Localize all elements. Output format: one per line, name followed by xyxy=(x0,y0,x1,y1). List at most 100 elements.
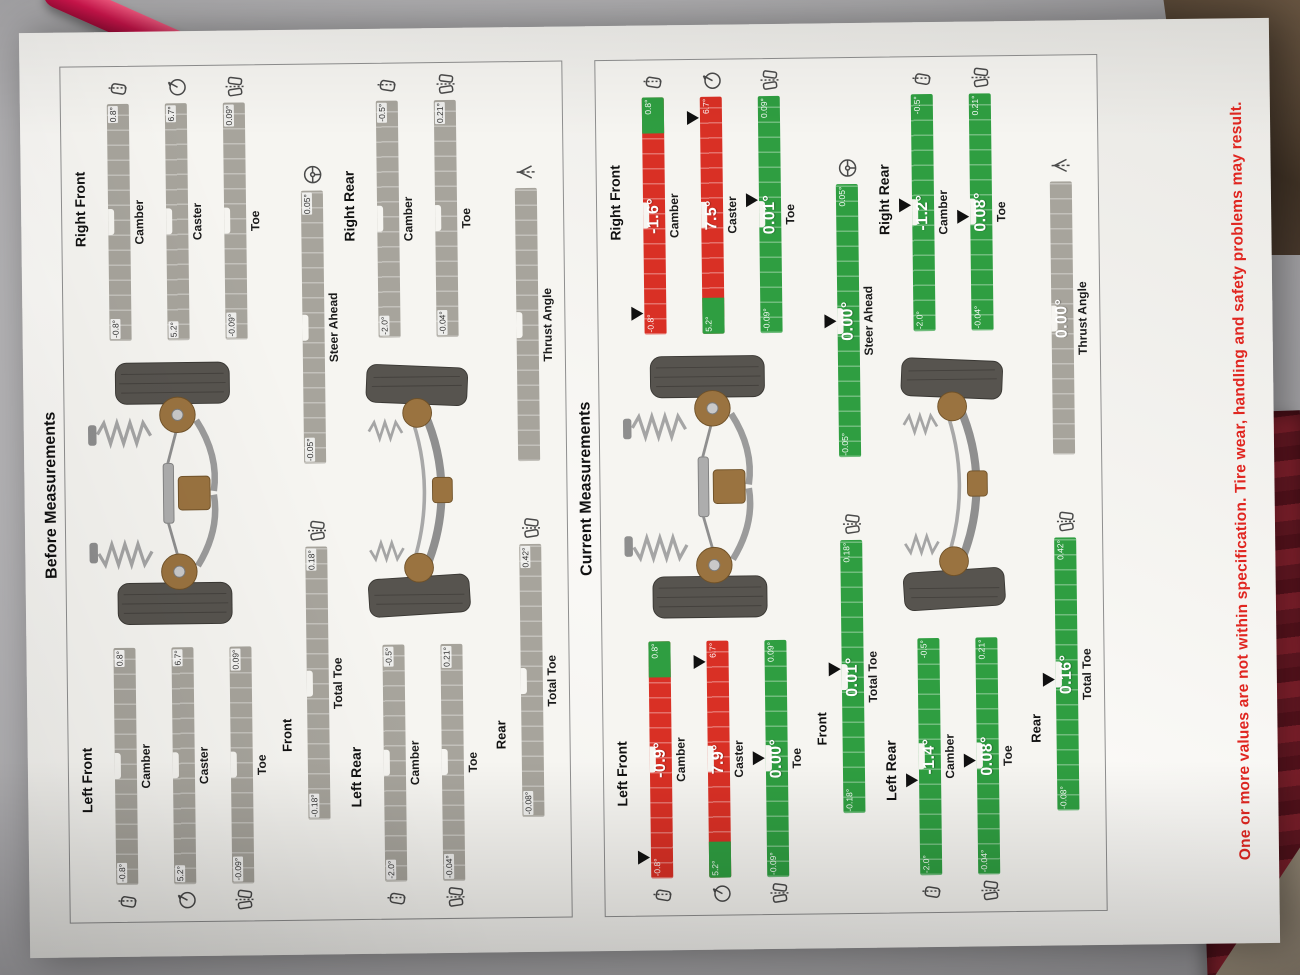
before-rf-toe: -0.09° 0.09° Toe xyxy=(209,75,263,340)
toe-icon xyxy=(223,75,246,97)
toe-icon xyxy=(1055,511,1077,533)
current-box: Left Front -0.8° -0.9° 0.8° Camber xyxy=(594,53,1108,918)
left-rear-header: Left Rear xyxy=(347,746,365,808)
before-front-total-toe: -0.18° 0.18° Total Toe xyxy=(292,520,347,821)
before-rf-camber: -0.8° 0.8° Camber xyxy=(93,77,147,342)
steer-ahead-icon xyxy=(302,164,324,186)
spec-bar xyxy=(514,188,541,462)
left-front-header: Left Front xyxy=(78,747,96,814)
right-front-header: Right Front xyxy=(71,171,89,248)
current-lr-toe: -0.04° 0.08° 0.21° Toe xyxy=(962,637,1016,902)
caster-icon xyxy=(165,76,187,98)
spec-bar: -0.04° 0.21° xyxy=(433,99,459,338)
spec-bar: -2.0° -0.5° xyxy=(382,644,408,882)
rear-suspension-graphic xyxy=(876,348,1023,620)
camber-icon xyxy=(386,886,409,908)
thrust-angle-icon xyxy=(1050,155,1073,177)
value-bar-in-spec: -0.05° 0.00° 0.05° xyxy=(835,184,862,458)
before-lf-caster: 5.2° 6.7° Caster xyxy=(158,647,212,912)
spec-min: -0.8° xyxy=(117,862,128,884)
camber-value: -1.2° xyxy=(913,194,932,231)
current-thrust-angle: 0.00° Thrust Angle xyxy=(1036,155,1091,456)
thrust-angle-icon xyxy=(515,161,538,183)
value-bar-out-of-spec: -0.8° -0.9° 0.8° xyxy=(648,641,674,879)
spec-bar: 5.2° 6.7° xyxy=(171,647,197,885)
caster-value: 7.5° xyxy=(702,199,721,231)
front-suspension-graphic xyxy=(607,346,788,628)
before-front-totals: -0.18° 0.18° Total Toe -0.05° 0.05° Stee… xyxy=(286,74,347,910)
alignment-report-paper: Before Measurements Left Front -0.8° 0.8… xyxy=(18,17,1281,959)
spec-bar: -0.09° 0.09° xyxy=(222,102,248,340)
spec-bar: -2.0° -0.5° xyxy=(375,100,401,338)
camber-icon xyxy=(921,880,944,902)
current-front-axle: Left Front -0.8° -0.9° 0.8° Camber xyxy=(603,69,812,906)
toe-icon xyxy=(969,66,992,88)
total-toe-value: 0.01° xyxy=(843,657,862,697)
spec-bar: 5.2° 6.7° xyxy=(164,103,190,341)
toe-value: 0.00° xyxy=(767,738,786,779)
current-section: Current Measurements Left Front -0.8° -0… xyxy=(570,53,1115,918)
thrust-angle-value: 0.00° xyxy=(1053,298,1071,339)
before-lf-camber: -0.8° 0.8° Camber xyxy=(100,647,154,913)
current-rf-caster: 5.2° 7.5° 6.7° Caster xyxy=(686,69,740,334)
spec-bar: -0.8° 0.8° xyxy=(106,103,132,342)
caster-icon xyxy=(175,889,197,911)
current-front-totals: -0.18° 0.01° 0.18° Total Toe -0.05° 0.0 xyxy=(821,68,882,904)
before-box: Left Front -0.8° 0.8° Camber xyxy=(59,60,573,924)
caster-value: 7.9° xyxy=(709,743,728,775)
spec-max: 0.8° xyxy=(114,649,125,668)
current-lr-camber: -2.0° -1.4° -0.5° Camber xyxy=(904,637,958,903)
caster-icon xyxy=(700,70,722,92)
current-lf-caster: 5.2° 7.9° 6.7° Caster xyxy=(693,640,747,905)
warning-text: One or more values are not within specif… xyxy=(1227,101,1255,861)
toe-icon xyxy=(434,73,457,95)
bar-label: Camber xyxy=(138,743,154,789)
camber-icon xyxy=(911,67,934,89)
toe-icon xyxy=(233,888,256,910)
steer-ahead-value: 0.00° xyxy=(839,301,857,341)
toe-icon xyxy=(444,886,467,908)
value-bar-in-spec: -0.08° 0.16° 0.42° xyxy=(1054,537,1080,812)
value-bar-no-spec: 0.00° xyxy=(1049,181,1076,456)
before-rr-camber: -2.0° -0.5° Camber xyxy=(362,73,416,338)
before-steer-ahead: -0.05° 0.05° Steer Ahead xyxy=(288,164,343,465)
toe-icon xyxy=(841,513,863,535)
before-front-axle: Left Front -0.8° 0.8° Camber xyxy=(68,75,277,912)
current-rear-totals: -0.08° 0.16° 0.42° Total Toe 0.00° Thrus… xyxy=(1035,65,1096,901)
toe-value: 0.08° xyxy=(978,736,997,776)
value-bar-out-of-spec: 5.2° 7.5° 6.7° xyxy=(699,96,725,334)
current-lf-toe: -0.09° 0.00° 0.09° Toe xyxy=(751,639,805,905)
toe-value: 0.08° xyxy=(971,192,990,232)
before-lr-camber: -2.0° -0.5° Camber xyxy=(369,644,423,909)
camber-icon xyxy=(107,77,130,99)
caster-icon xyxy=(710,883,732,905)
value-bar-out-of-spec: 5.2° 7.9° 6.7° xyxy=(706,640,732,878)
value-bar-in-spec: -0.18° 0.01° 0.18° xyxy=(840,540,866,814)
before-rear-axle: Left Rear -2.0° -0.5° Camber xyxy=(337,73,491,910)
right-rear-header: Right Rear xyxy=(340,170,358,242)
camber-icon xyxy=(642,70,665,92)
before-rf-caster: 5.2° 6.7° Caster xyxy=(151,76,205,341)
value-bar-in-spec: -0.04° 0.08° 0.21° xyxy=(975,637,1001,875)
before-lf-toe: -0.09° 0.09° Toe xyxy=(216,646,270,911)
current-rf-toe: -0.09° 0.01° 0.09° Toe xyxy=(744,69,798,334)
before-lr-toe: -0.04° 0.21° Toe xyxy=(427,643,481,909)
before-thrust-angle: Thrust Angle xyxy=(502,161,557,462)
spec-bar: -0.04° 0.21° xyxy=(440,643,466,882)
value-bar-in-spec: -0.04° 0.08° 0.21° xyxy=(968,93,994,331)
rear-suspension-graphic xyxy=(341,355,488,627)
steer-ahead-icon xyxy=(836,157,858,179)
value-bar-in-spec: -0.09° 0.00° 0.09° xyxy=(764,639,790,878)
value-bar-in-spec: -2.0° -1.2° -0.5° xyxy=(910,94,936,332)
spec-bar: -0.08° 0.42° xyxy=(519,544,545,818)
toe-value: 0.01° xyxy=(760,194,779,235)
spec-bar: -0.18° 0.18° xyxy=(305,546,331,821)
camber-icon xyxy=(117,890,140,912)
toe-icon xyxy=(979,879,1002,901)
camber-value: -1.4° xyxy=(920,738,939,775)
current-rf-camber: -0.8° -1.6° 0.8° Camber xyxy=(628,70,682,335)
current-steer-ahead: -0.05° 0.00° 0.05° Steer Ahead xyxy=(822,157,877,458)
current-rr-toe: -0.04° 0.08° 0.21° Toe xyxy=(955,66,1009,331)
toe-icon xyxy=(520,517,542,539)
front-suspension-graphic xyxy=(72,353,253,635)
